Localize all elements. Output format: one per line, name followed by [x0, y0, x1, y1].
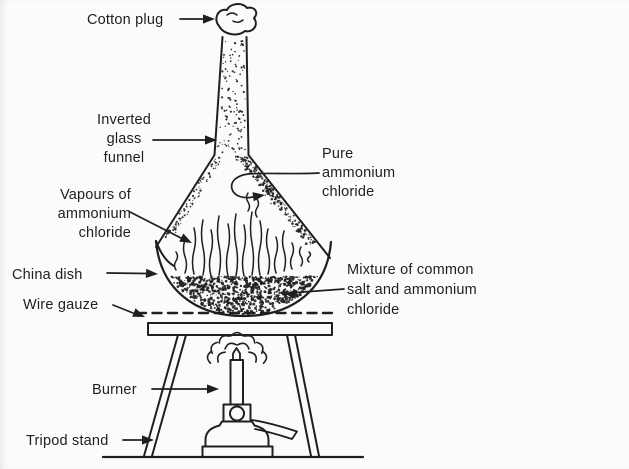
label-burner: Burner — [92, 382, 137, 398]
label-tripod-stand: Tripod stand — [26, 433, 109, 449]
label-cotton-plug: Cotton plug — [87, 12, 164, 28]
label-arrows — [106, 14, 345, 445]
cotton-plug-drawing — [215, 3, 258, 36]
inverted-glass-funnel-drawing — [155, 36, 331, 259]
label-wire-gauze: Wire gauze — [23, 297, 99, 313]
pure-ammonium-chloride-deposit-stipple — [234, 155, 316, 246]
label-vapours-of-ammonium-chloride: Vapours of ammonium chloride — [57, 187, 131, 241]
label-pure-ammonium-chloride: Pure ammonium chloride — [322, 146, 396, 200]
label-china-dish: China dish — [12, 267, 83, 283]
flame-marks — [206, 331, 268, 364]
mixture-stipple — [170, 275, 318, 316]
vapour-lines — [173, 192, 312, 277]
china-dish-drawing — [154, 239, 333, 318]
cone-left-deposit-stipple — [164, 156, 221, 239]
label-mixture-of-common-salt: Mixture of common salt and ammonium chlo… — [347, 262, 477, 318]
burner-drawing — [201, 347, 298, 458]
stem-deposit-stipple — [216, 40, 246, 154]
tripod-stand-drawing — [143, 322, 333, 457]
label-inverted-glass-funnel: Inverted glass funnel — [97, 112, 151, 166]
